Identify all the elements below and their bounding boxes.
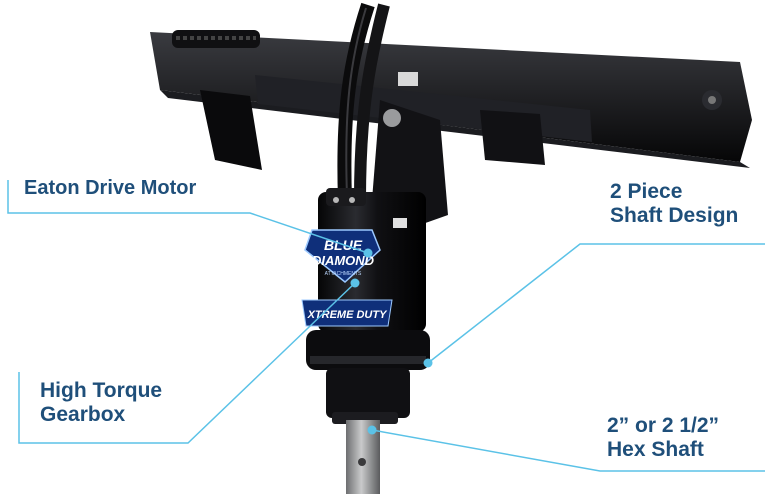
callout-dot-shaft (423, 358, 433, 368)
callout-gear-line2: Gearbox (40, 403, 126, 426)
callout-eaton-drive-motor: Eaton Drive Motor (24, 176, 196, 200)
callout-hex-line2: Hex Shaft (607, 438, 704, 461)
gearbox (306, 330, 430, 424)
callout-high-torque-gearbox: High Torque Gearbox (40, 379, 162, 427)
leader-line-hex (371, 429, 765, 472)
callout-dot-hex (367, 425, 377, 435)
leader-line-gearbox (18, 282, 356, 444)
logo-line2: DIAMOND (312, 253, 375, 268)
leader-line-shaft (427, 243, 765, 364)
callout-shaft-line1: 2 Piece (610, 180, 683, 203)
callout-eaton-line1: Eaton Drive Motor (24, 177, 197, 199)
callout-hex-shaft: 2” or 2 1/2” Hex Shaft (607, 414, 719, 462)
callout-two-piece-shaft: 2 Piece Shaft Design (610, 180, 738, 228)
callout-gear-line1: High Torque (40, 379, 163, 402)
blue-diamond-logo: BLUE DIAMOND ATTACHMENTS XTREME DUTY (301, 229, 393, 327)
hydraulic-hoses (337, 2, 390, 201)
mounting-frame (150, 30, 752, 170)
leader-line-eaton (7, 180, 369, 254)
callout-dot-eaton (363, 248, 373, 258)
pivot-bolt (383, 109, 401, 127)
logo-badge: XTREME DUTY (307, 309, 389, 321)
leader-lines (7, 180, 765, 472)
auger-body (318, 188, 426, 332)
logo-line3: ATTACHMENTS (325, 271, 362, 277)
callout-dot-gearbox (350, 278, 360, 288)
callout-shaft-line2: Shaft Design (610, 204, 739, 227)
callout-hex-line1: 2” or 2 1/2” (607, 414, 720, 437)
